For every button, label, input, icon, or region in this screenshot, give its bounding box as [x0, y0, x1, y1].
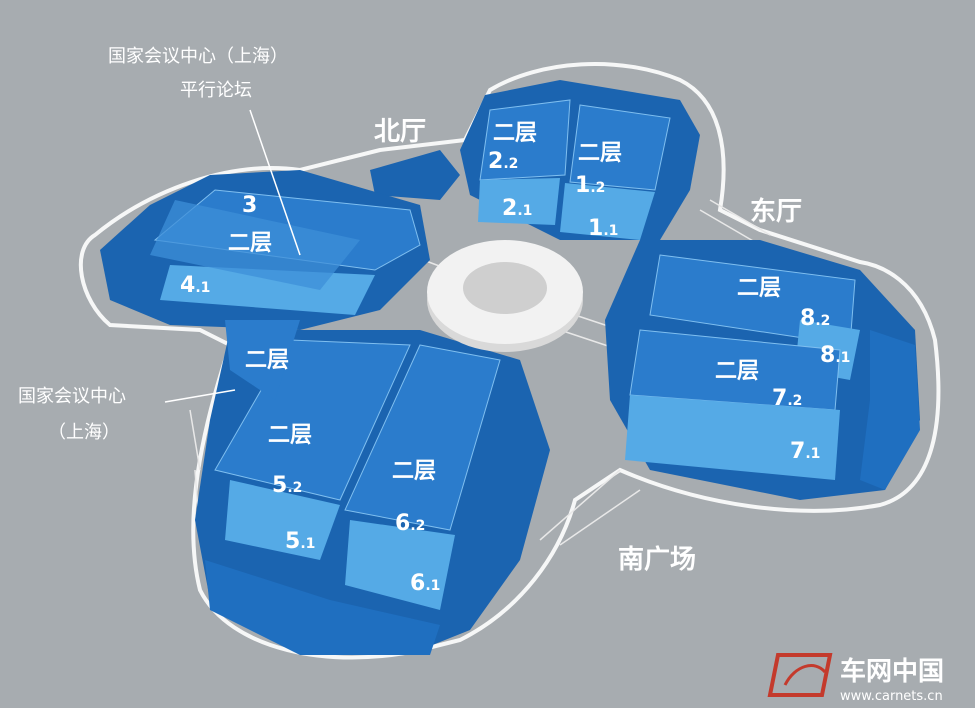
- callout-forum-pointer: [249, 109, 301, 256]
- south-hall-5-2[interactable]: [214, 339, 411, 501]
- watermark-logo-icon: [767, 653, 833, 697]
- central-hub: [427, 240, 583, 352]
- north-annex: [370, 150, 460, 200]
- east-hall-7-1[interactable]: [625, 395, 840, 480]
- callouts: 国家会议中心（上海） 平行论坛 国家会议中心 （上海）: [18, 46, 301, 443]
- south-bottom-cap: [205, 560, 440, 655]
- south-wing: [195, 320, 550, 655]
- south-hall-6-2[interactable]: [344, 344, 501, 531]
- floor-labels: 二层 二层 二层 二层 二层 二层 二层 二层: [228, 121, 781, 484]
- south-west-block: [225, 320, 300, 400]
- label-8-1: 8.1: [820, 343, 850, 368]
- label-4-1: 4.1: [180, 273, 210, 298]
- floor-label-5-2: 二层: [268, 423, 312, 448]
- label-5-2: 5.2: [272, 473, 302, 498]
- floor-label-6-2: 二层: [392, 459, 436, 484]
- label-7-1: 7.1: [790, 439, 820, 464]
- floor-label-7-2: 二层: [715, 359, 759, 384]
- north-hall-1-2[interactable]: [569, 104, 671, 191]
- floor-label-1-2: 二层: [578, 141, 622, 166]
- watermark-url: www.carnets.cn: [840, 689, 943, 704]
- watermark-brand: 车网中国: [840, 656, 944, 687]
- wing-name-north: 北厅: [374, 117, 426, 147]
- label-7-2: 7.2: [772, 386, 802, 411]
- north-hall-1-1[interactable]: [560, 183, 655, 240]
- callout-ncc-line2: （上海）: [48, 422, 120, 443]
- callout-ncc-pointer: [164, 389, 236, 403]
- floor-label-2-2: 二层: [493, 121, 537, 146]
- label-2-2: 2.2: [488, 149, 518, 174]
- label-6-2: 6.2: [395, 511, 425, 536]
- floor-label-8-2: 二层: [737, 276, 781, 301]
- callout-forum-line1: 国家会议中心（上海）: [108, 46, 288, 67]
- label-5-1: 5.1: [285, 529, 315, 554]
- venue-outline: [78, 62, 941, 660]
- north-hall-2-1[interactable]: [478, 178, 560, 225]
- north-wing: [370, 80, 700, 240]
- hall-labels: 2.2 1.2 2.1 1.1 8.2 8.1 7.2 7.1 5.2 5.1 …: [180, 149, 850, 596]
- callout-forum-line2: 平行论坛: [180, 80, 252, 101]
- west-wing: [100, 170, 430, 330]
- wing-name-south: 南广场: [618, 545, 696, 575]
- floor-label-west: 二层: [228, 231, 272, 256]
- east-outer-cap: [860, 330, 920, 490]
- label-1-1: 1.1: [588, 216, 618, 241]
- north-hall-2-2[interactable]: [479, 99, 571, 181]
- south-hall-5-1[interactable]: [225, 480, 340, 560]
- label-1-2: 1.2: [575, 173, 605, 198]
- wing-names: 北厅 东厅 南广场: [374, 117, 802, 575]
- label-8-2: 8.2: [800, 306, 830, 331]
- watermark: 车网中国 www.carnets.cn: [767, 653, 944, 704]
- label-3: 3: [242, 193, 257, 218]
- west-floor-panel: [150, 200, 360, 290]
- south-hall-6-1[interactable]: [345, 520, 455, 610]
- label-2-1: 2.1: [502, 196, 532, 221]
- wing-name-east: 东厅: [750, 196, 802, 227]
- callout-ncc-line1: 国家会议中心: [18, 386, 126, 407]
- floor-label-west-lower: 二层: [245, 348, 289, 373]
- east-wing: [605, 240, 920, 500]
- label-6-1: 6.1: [410, 571, 440, 596]
